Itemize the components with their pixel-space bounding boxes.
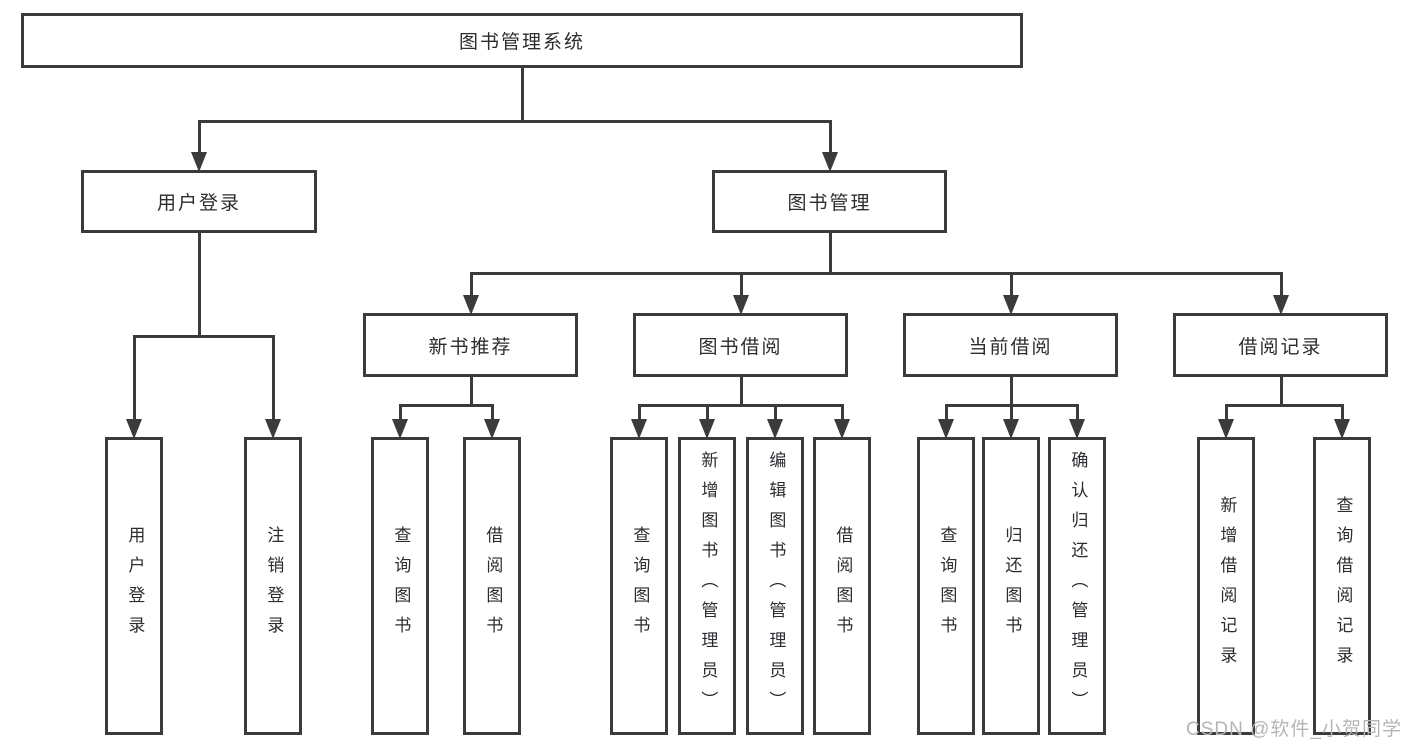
arrowhead-down-icon <box>767 419 783 439</box>
node-cb-return: 归还图书 <box>982 437 1040 735</box>
connector-line <box>706 404 709 423</box>
node-label-leaf-user-login: 用户登录 <box>125 526 145 646</box>
arrowhead-down-icon <box>699 419 715 439</box>
connector-line <box>1225 404 1228 423</box>
node-label-root: 图书管理系统 <box>458 32 585 53</box>
node-label-book-mgmt: 图书管理 <box>787 193 872 214</box>
connector-line <box>945 404 948 423</box>
connector-line <box>470 272 1283 275</box>
arrowhead-down-icon <box>265 419 281 439</box>
arrowhead-down-icon <box>834 419 850 439</box>
node-label-br-search: 查询借阅记录 <box>1333 496 1353 676</box>
connector-line <box>740 377 743 407</box>
connector-line <box>1280 377 1283 407</box>
arrowhead-down-icon <box>1003 419 1019 439</box>
node-bb-edit: 编辑图书（管理员） <box>746 437 804 735</box>
node-root: 图书管理系统 <box>21 13 1023 68</box>
node-label-cb-confirm: 确认归还（管理员） <box>1068 451 1088 721</box>
node-label-cb-search: 查询图书 <box>937 526 957 646</box>
connector-line <box>829 233 832 275</box>
connector-line <box>133 335 136 423</box>
arrowhead-down-icon <box>126 419 142 439</box>
connector-line <box>1225 404 1344 407</box>
connector-line <box>1010 377 1013 407</box>
arrowhead-down-icon <box>631 419 647 439</box>
node-nb-search: 查询图书 <box>371 437 429 735</box>
node-label-nb-borrow: 借阅图书 <box>483 526 503 646</box>
node-bb-add: 新增图书（管理员） <box>678 437 736 735</box>
connector-line <box>399 404 494 407</box>
arrowhead-down-icon <box>733 295 749 315</box>
connector-line <box>491 404 494 423</box>
connector-line <box>638 404 641 423</box>
connector-line <box>198 233 201 338</box>
connector-line <box>470 377 473 407</box>
connector-line <box>198 120 201 156</box>
node-label-br-add: 新增借阅记录 <box>1217 496 1237 676</box>
node-label-user-login: 用户登录 <box>156 193 241 214</box>
connector-line <box>1010 272 1013 299</box>
node-book-borrow: 图书借阅 <box>633 313 848 377</box>
arrowhead-down-icon <box>1273 295 1289 315</box>
node-br-add: 新增借阅记录 <box>1197 437 1255 735</box>
node-bb-borrow: 借阅图书 <box>813 437 871 735</box>
node-label-current-borrow: 当前借阅 <box>968 336 1053 358</box>
arrowhead-down-icon <box>1334 419 1350 439</box>
connector-line <box>1076 404 1079 423</box>
connector-line <box>1341 404 1344 423</box>
node-label-borrow-records: 借阅记录 <box>1238 336 1323 358</box>
node-leaf-logout: 注销登录 <box>244 437 302 735</box>
node-borrow-records: 借阅记录 <box>1173 313 1388 377</box>
connector-line <box>399 404 402 423</box>
arrowhead-down-icon <box>191 152 207 172</box>
node-new-books: 新书推荐 <box>363 313 578 377</box>
node-label-bb-edit: 编辑图书（管理员） <box>766 451 786 721</box>
connector-line <box>198 120 832 123</box>
connector-line <box>1010 404 1013 423</box>
connector-line <box>829 120 832 156</box>
arrowhead-down-icon <box>1218 419 1234 439</box>
connector-line <box>774 404 777 423</box>
connector-line <box>841 404 844 423</box>
node-label-cb-return: 归还图书 <box>1002 526 1022 646</box>
node-label-bb-add: 新增图书（管理员） <box>698 451 718 721</box>
node-cb-confirm: 确认归还（管理员） <box>1048 437 1106 735</box>
arrowhead-down-icon <box>822 152 838 172</box>
connector-line <box>521 68 524 123</box>
connector-line <box>133 335 275 338</box>
node-label-new-books: 新书推荐 <box>428 336 513 358</box>
node-label-bb-search: 查询图书 <box>630 526 650 646</box>
node-user-login: 用户登录 <box>81 170 317 233</box>
connector-line <box>272 335 275 423</box>
node-label-book-borrow: 图书借阅 <box>698 336 783 358</box>
node-label-bb-borrow: 借阅图书 <box>833 526 853 646</box>
arrowhead-down-icon <box>392 419 408 439</box>
connector-line <box>638 404 844 407</box>
arrowhead-down-icon <box>463 295 479 315</box>
connector-line <box>1280 272 1283 299</box>
connector-line <box>740 272 743 299</box>
arrowhead-down-icon <box>484 419 500 439</box>
arrowhead-down-icon <box>1003 295 1019 315</box>
node-nb-borrow: 借阅图书 <box>463 437 521 735</box>
arrowhead-down-icon <box>938 419 954 439</box>
connector-line <box>470 272 473 299</box>
csdn-watermark: CSDN @软件_小贺同学 <box>1186 719 1402 740</box>
node-bb-search: 查询图书 <box>610 437 668 735</box>
node-br-search: 查询借阅记录 <box>1313 437 1371 735</box>
node-leaf-user-login: 用户登录 <box>105 437 163 735</box>
node-book-mgmt: 图书管理 <box>712 170 947 233</box>
node-label-leaf-logout: 注销登录 <box>264 526 284 646</box>
node-label-nb-search: 查询图书 <box>391 526 411 646</box>
node-current-borrow: 当前借阅 <box>903 313 1118 377</box>
node-cb-search: 查询图书 <box>917 437 975 735</box>
arrowhead-down-icon <box>1069 419 1085 439</box>
